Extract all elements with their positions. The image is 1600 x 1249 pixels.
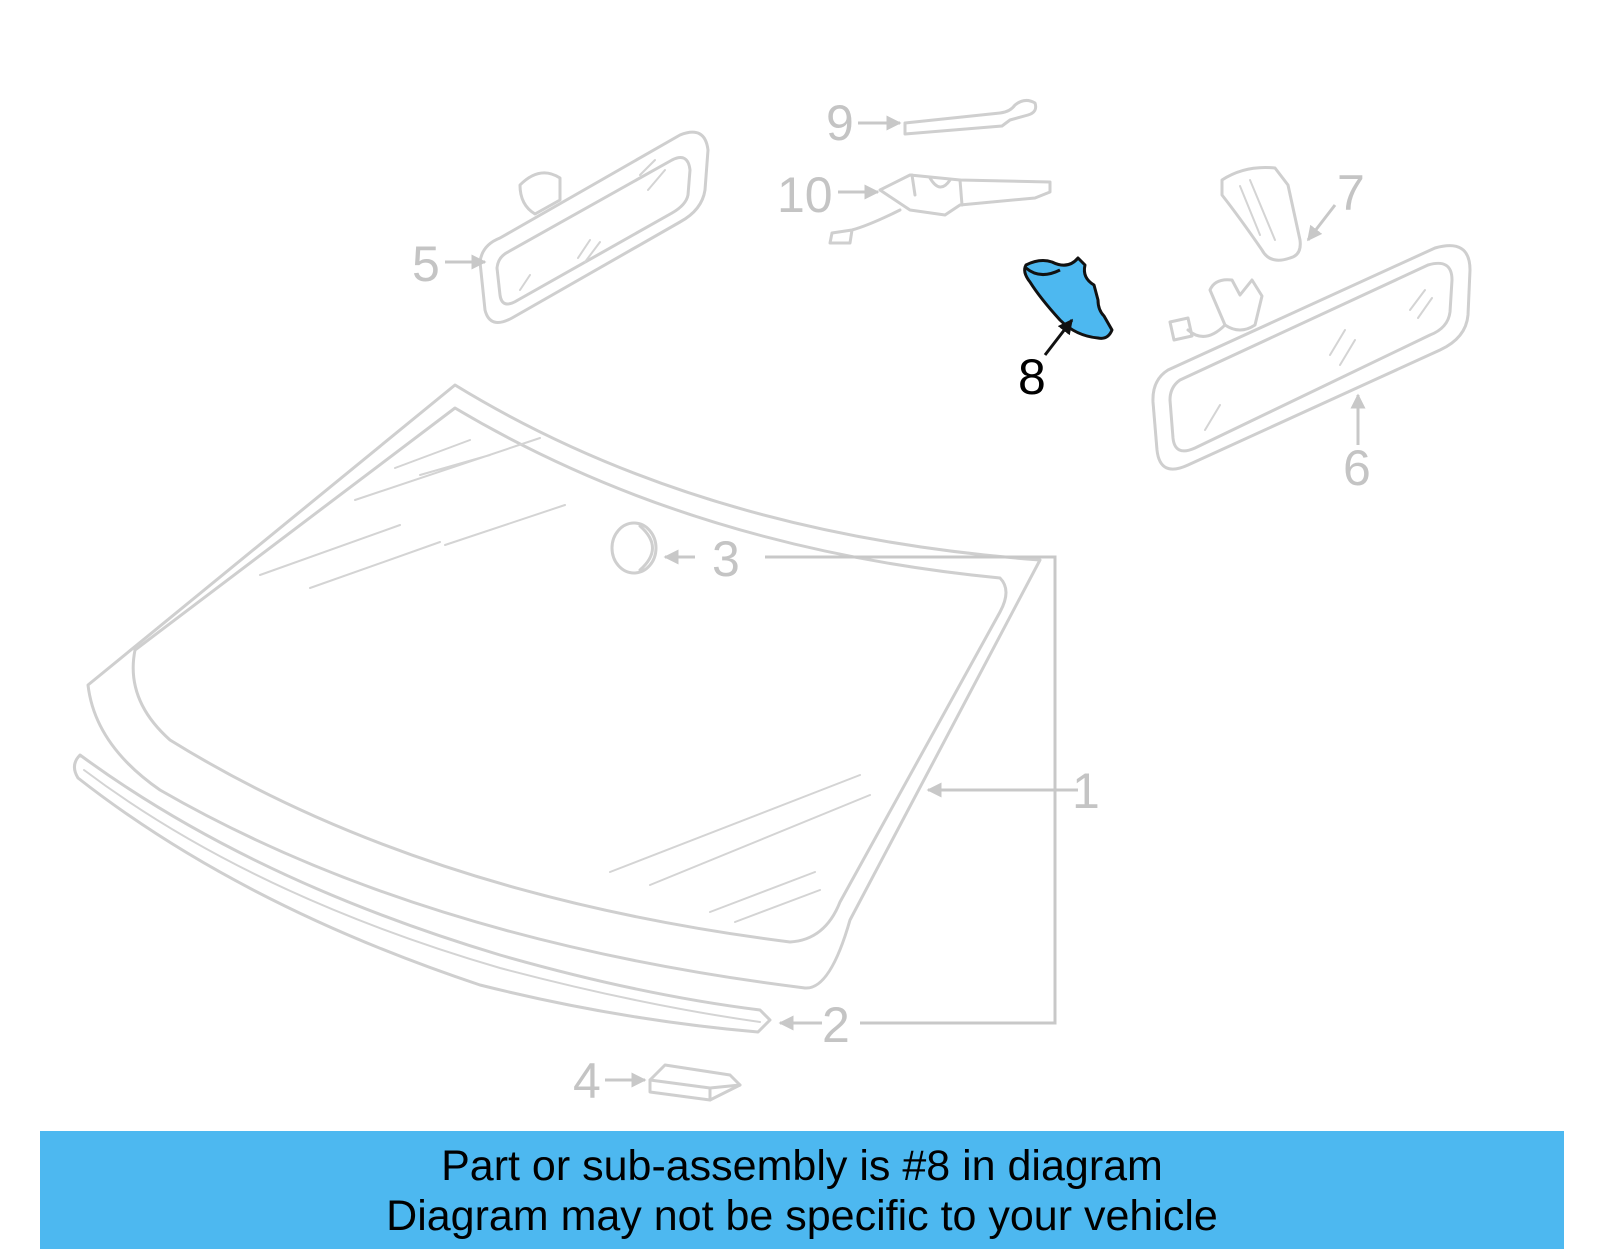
callout-4: 4 [573,1053,601,1109]
callout-9: 9 [826,95,854,151]
leader-lines [445,115,1366,1088]
highlighted-part-8 [1023,256,1114,340]
banner-line-2: Diagram may not be specific to your vehi… [386,1192,1218,1240]
rearview-mirror-left [478,130,710,324]
retainer-clip [610,521,658,575]
lower-molding [73,753,772,1034]
rod-part-9 [903,98,1038,136]
callout-1: 1 [1072,763,1100,819]
callout-6: 6 [1343,440,1371,496]
callout-3: 3 [712,531,740,587]
callout-5: 5 [412,236,440,292]
banner-line-1: Part or sub-assembly is #8 in diagram [441,1142,1163,1190]
mirror-cover [1220,166,1302,262]
callout-8: 8 [1018,349,1046,405]
info-banner: Part or sub-assembly is #8 in diagram Di… [40,1131,1564,1249]
windshield-glass [86,383,1042,990]
sensor-part-10 [828,173,1052,245]
callout-2: 2 [822,997,850,1053]
rearview-mirror-right [1151,244,1472,471]
callout-10: 10 [777,167,833,223]
callout-7: 7 [1337,165,1365,221]
spacer-block [648,1063,742,1102]
